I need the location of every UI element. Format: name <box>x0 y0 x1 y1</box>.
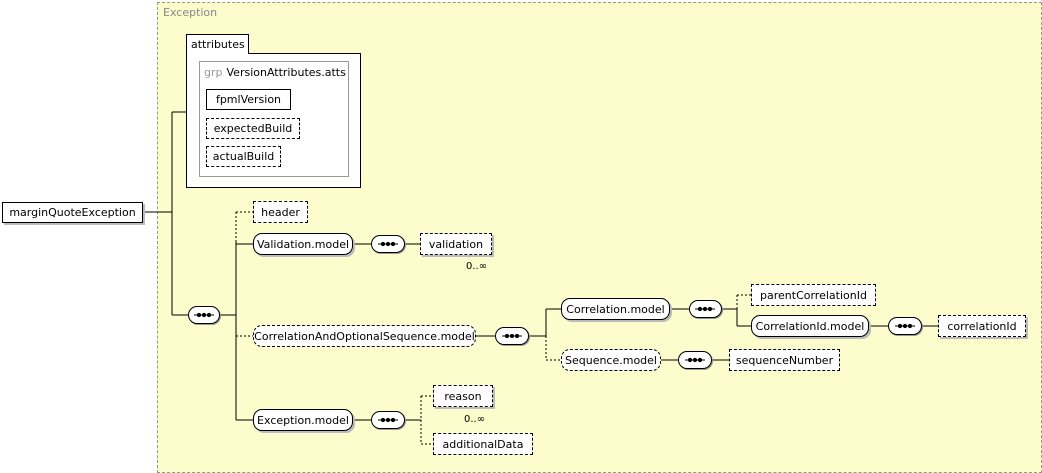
correlation-model-group[interactable]: Correlation.model <box>561 298 670 320</box>
group-keyword: grp <box>204 66 223 79</box>
sequence-compositor-exception[interactable] <box>371 411 405 429</box>
attr-fpml-version[interactable]: fpmlVersion <box>206 89 291 110</box>
correlation-and-optional-sequence-model-group[interactable]: CorrelationAndOptionalSequence.model <box>253 325 476 347</box>
additional-data-element[interactable]: additionalData <box>433 433 533 455</box>
group-name: VersionAttributes.atts <box>226 66 346 79</box>
sequence-compositor-sequence[interactable] <box>678 351 712 369</box>
sequence-model-group[interactable]: Sequence.model <box>561 349 661 371</box>
attributes-tab[interactable]: attributes <box>186 34 249 54</box>
type-label: Exception <box>163 6 218 19</box>
validation-cardinality: 0..∞ <box>466 261 488 272</box>
correlation-id-element[interactable]: correlationId <box>938 315 1026 337</box>
attr-actual-build[interactable]: actualBuild <box>206 146 281 167</box>
header-element[interactable]: header <box>253 201 308 223</box>
sequence-compositor-main[interactable] <box>188 306 220 324</box>
validation-model-group[interactable]: Validation.model <box>253 233 353 255</box>
reason-cardinality: 0..∞ <box>464 414 486 425</box>
correlation-id-model-group[interactable]: CorrelationId.model <box>751 315 869 337</box>
root-element-node[interactable]: marginQuoteException <box>2 202 143 223</box>
validation-element[interactable]: validation <box>420 233 492 255</box>
reason-element[interactable]: reason <box>433 385 493 407</box>
attr-expected-build[interactable]: expectedBuild <box>206 118 300 139</box>
sequence-compositor-correlation[interactable] <box>689 300 722 318</box>
parent-correlation-id-element[interactable]: parentCorrelationId <box>751 284 876 306</box>
exception-model-group[interactable]: Exception.model <box>253 409 353 431</box>
sequence-compositor-correlation-id[interactable] <box>888 317 922 335</box>
sequence-number-element[interactable]: sequenceNumber <box>729 349 840 371</box>
sequence-compositor-validation[interactable] <box>371 235 405 253</box>
sequence-compositor-correlation-and-optional[interactable] <box>495 327 529 345</box>
